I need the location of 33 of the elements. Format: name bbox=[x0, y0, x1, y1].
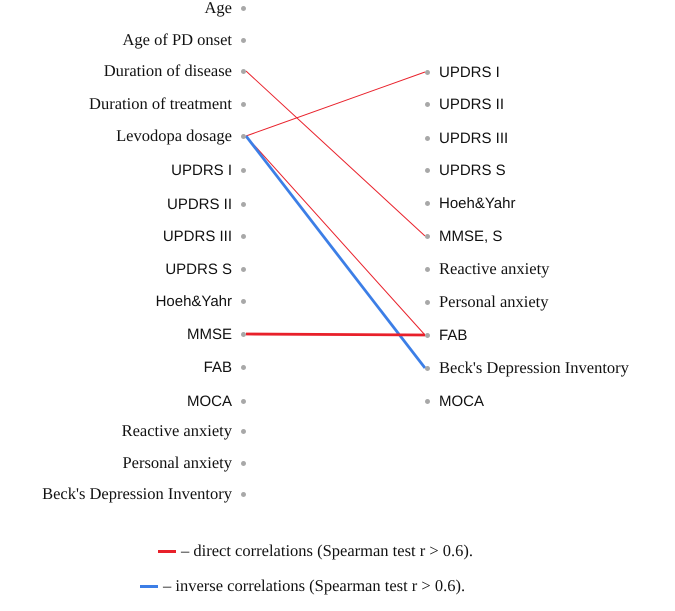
variable-label: MOCA bbox=[187, 392, 232, 410]
legend-text: – direct correlations (Spearman test r > 0.6). bbox=[181, 541, 473, 561]
variable-label: Duration of disease bbox=[104, 61, 232, 81]
correlation-line bbox=[244, 135, 426, 369]
correlation-line bbox=[246, 72, 426, 136]
variable-label: UPDRS I bbox=[171, 162, 232, 178]
variable-label: MMSE, S bbox=[439, 228, 502, 244]
variable-label: Levodopa dosage bbox=[116, 126, 232, 146]
variable-label: UPDRS II bbox=[166, 196, 232, 212]
variable-label: Duration of treatment bbox=[89, 94, 232, 114]
variable-label: UPDRS I bbox=[439, 64, 500, 80]
variable-label: Hoeh&Yahr bbox=[439, 194, 516, 212]
variable-label: Personal anxiety bbox=[122, 453, 232, 473]
variable-label: Age bbox=[204, 0, 232, 18]
variable-label: UPDRS S bbox=[165, 260, 232, 278]
variable-label: FAB bbox=[204, 358, 232, 376]
variable-label: UPDRS S bbox=[439, 162, 506, 178]
variable-label: Beck's Depression Inventory bbox=[439, 358, 629, 378]
variable-label: Reactive anxiety bbox=[122, 421, 232, 441]
correlation-line bbox=[246, 332, 425, 336]
variable-label: Reactive anxiety bbox=[439, 259, 550, 279]
variable-label: Beck's Depression Inventory bbox=[42, 484, 232, 504]
variable-label: UPDRS III bbox=[162, 228, 232, 244]
variable-label: MOCA bbox=[439, 392, 484, 410]
variable-label: Age of PD onset bbox=[122, 30, 232, 50]
legend-text: – inverse correlations (Spearman test r > 0.6). bbox=[163, 576, 466, 596]
variable-label: MMSE bbox=[187, 326, 232, 342]
variable-label: UPDRS II bbox=[439, 96, 504, 112]
variable-label: FAB bbox=[439, 326, 468, 344]
correlation-line bbox=[246, 70, 426, 236]
variable-label: Personal anxiety bbox=[439, 292, 549, 312]
variable-label: UPDRS III bbox=[439, 130, 508, 146]
variable-label: Hoeh&Yahr bbox=[156, 292, 232, 310]
